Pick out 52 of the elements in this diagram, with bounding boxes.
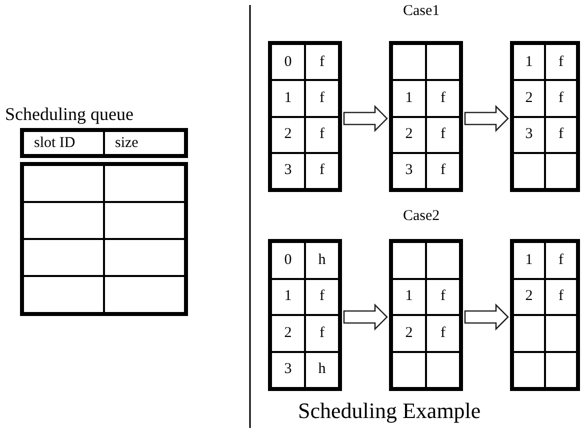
table-cell: 3: [513, 116, 545, 153]
queue-table: [510, 41, 580, 192]
table-cell: 0: [271, 44, 305, 80]
table-cell: 1: [513, 242, 545, 278]
table-cell: f: [305, 278, 339, 315]
table-cell: f: [426, 116, 460, 153]
queue-table: [268, 239, 342, 391]
table-cell: h: [305, 242, 339, 278]
table-cell: f: [426, 152, 460, 189]
block-arrow: [464, 104, 509, 132]
table-cell: 3: [271, 152, 305, 189]
table-cell: f: [426, 315, 460, 352]
block-arrow: [343, 303, 388, 331]
table-cell: 1: [271, 278, 305, 315]
table-cell: f: [305, 116, 339, 153]
table-cell: 1: [513, 44, 545, 80]
table-cell: f: [545, 44, 577, 80]
case-label: Case1: [403, 3, 440, 20]
table-cell: 1: [392, 80, 426, 116]
table-cell: 2: [513, 278, 545, 315]
table-cell: f: [426, 80, 460, 116]
table-cell: f: [426, 278, 460, 315]
queue-table: [389, 41, 463, 192]
table-cell: h: [305, 352, 339, 388]
table-cell: f: [305, 152, 339, 189]
column-header: slot ID: [23, 131, 104, 155]
block-arrow: [343, 104, 388, 132]
table-cell: 1: [392, 278, 426, 315]
queue-table: [268, 41, 342, 192]
table-cell: 2: [271, 116, 305, 153]
table-cell: f: [305, 315, 339, 352]
table-cell: 2: [271, 315, 305, 352]
case-label: Case2: [403, 208, 440, 225]
block-arrow: [464, 303, 509, 331]
table-cell: f: [545, 116, 577, 153]
table-cell: 3: [271, 352, 305, 388]
table-cell: 2: [392, 315, 426, 352]
table-cell: f: [545, 278, 577, 315]
table-cell: 2: [513, 80, 545, 116]
queue-table: [389, 239, 463, 391]
queue-table: [510, 239, 580, 391]
table-cell: f: [545, 242, 577, 278]
table-cell: 3: [392, 152, 426, 189]
table-heading: Scheduling queue: [5, 104, 134, 125]
caption: Scheduling Example: [298, 398, 481, 424]
column-header: size: [104, 131, 185, 155]
table-cell: f: [305, 44, 339, 80]
table-cell: f: [305, 80, 339, 116]
table-cell: 2: [392, 116, 426, 153]
table-cell: 0: [271, 242, 305, 278]
table-cell: f: [545, 80, 577, 116]
table-cell: 1: [271, 80, 305, 116]
